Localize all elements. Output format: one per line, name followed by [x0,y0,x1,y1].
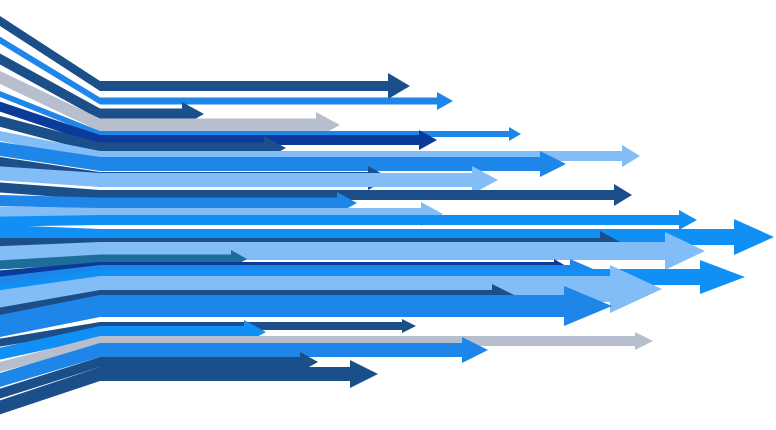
arrow-icon [0,210,697,230]
arrow-icon [0,115,286,160]
arrow-icon [0,250,247,270]
arrow-shape [0,250,247,270]
arrow-shape [0,115,286,160]
arrow-icon [0,182,632,206]
arrow-icon [0,91,521,141]
arrow-shape [0,142,566,177]
arrow-icon [0,360,378,415]
arrow-shape [0,36,453,110]
arrow-shape [0,319,416,347]
arrow-shape [0,166,498,194]
arrow-icon [0,71,340,138]
arrow-icon [0,101,437,150]
arrow-shape [0,332,653,372]
arrow-icon [0,16,410,99]
arrow-shape [0,219,774,255]
arrow-shape [0,16,410,99]
arrow-icon [0,352,318,399]
arrow-icon [0,337,488,387]
arrow-shape [0,352,318,399]
arrow-shape [0,320,266,360]
arrow-shape [0,286,612,337]
arrow-shape [0,71,340,138]
arrow-icon [0,332,653,372]
arrow-icon [0,142,566,177]
arrow-icon [0,166,498,194]
arrow-shape [0,337,488,387]
arrow-icon [0,219,774,255]
arrow-shape [0,210,697,230]
arrow-shape [0,91,521,141]
arrow-shape [0,360,378,415]
arrow-icon [0,320,266,360]
arrow-icon [0,319,416,347]
arrow-shape [0,232,705,270]
arrow-icon [0,232,705,270]
arrow-icon [0,36,453,110]
arrow-shape [0,182,632,206]
arrow-shape [0,101,437,150]
arrow-icon [0,286,612,337]
